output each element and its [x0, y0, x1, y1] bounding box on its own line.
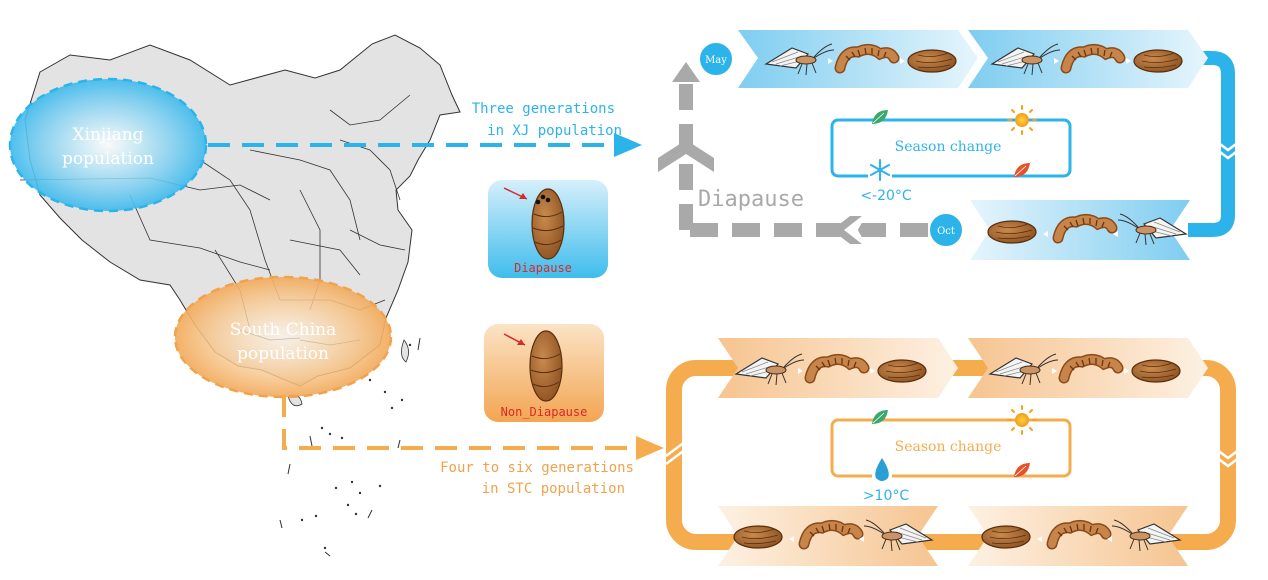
diapause-path	[658, 62, 928, 245]
south-china-label-line2: population	[237, 344, 329, 364]
oct-badge: Oct	[928, 212, 964, 248]
spring-leaf-icon	[871, 109, 889, 125]
snowflake-icon	[868, 158, 892, 182]
non-diapause-card-label: Non_Diapause	[501, 405, 588, 419]
xj-generations-line1: Three generations	[472, 101, 615, 117]
xinjiang-label-line1: Xinjiang	[72, 125, 143, 145]
diapause-title: Diapause	[698, 187, 804, 212]
diapause-pupa-card: Diapause	[488, 180, 608, 278]
xj-season-label: Season change	[895, 139, 1002, 155]
stc-generations-line2: in STC population	[482, 481, 625, 497]
red-pointer-arrow	[503, 187, 528, 200]
stc-generation-banner-1	[718, 338, 958, 398]
stc-generation-banner-4	[968, 506, 1188, 566]
diapause-pupa-icon	[531, 188, 565, 260]
xj-temperature: <-20°C	[860, 188, 912, 204]
xj-overwinter-banner	[970, 200, 1190, 260]
stc-cycle: Season change >10°C	[665, 338, 1245, 566]
diapause-card-label: Diapause	[514, 261, 572, 275]
stc-temperature: >10°C	[863, 488, 910, 504]
xj-generation-banner-2	[968, 30, 1208, 88]
stc-season-change: Season change	[830, 405, 1072, 482]
xinjiang-region: Xinjiang population	[8, 77, 208, 213]
stc-generation-banner-3	[718, 506, 938, 566]
xj-generation-arrow: Three generations in XJ population	[208, 101, 642, 157]
may-label: May	[705, 55, 727, 66]
non-diapause-pupa-card: Non_Diapause	[484, 324, 604, 422]
stc-generation-banner-2	[968, 338, 1208, 398]
spring-leaf-icon	[871, 409, 889, 425]
xj-cycle: May Oct Diapause Season change	[658, 30, 1245, 260]
xinjiang-label-line2: population	[62, 149, 154, 169]
south-china-region: South China population	[173, 275, 393, 399]
stc-generations-line1: Four to six generations	[440, 460, 634, 476]
oct-label: Oct	[937, 226, 955, 237]
red-pointer-arrow	[503, 333, 526, 346]
south-china-label-line1: South China	[230, 320, 337, 340]
stc-generation-arrow: Four to six generations in STC populatio…	[282, 395, 664, 497]
xj-generations-line2: in XJ population	[487, 123, 622, 139]
xj-season-change: Season change	[830, 105, 1072, 182]
non-diapause-pupa-icon	[529, 330, 563, 402]
may-badge: May	[698, 41, 734, 77]
water-drop-icon	[872, 456, 892, 482]
stc-season-label: Season change	[895, 439, 1002, 455]
